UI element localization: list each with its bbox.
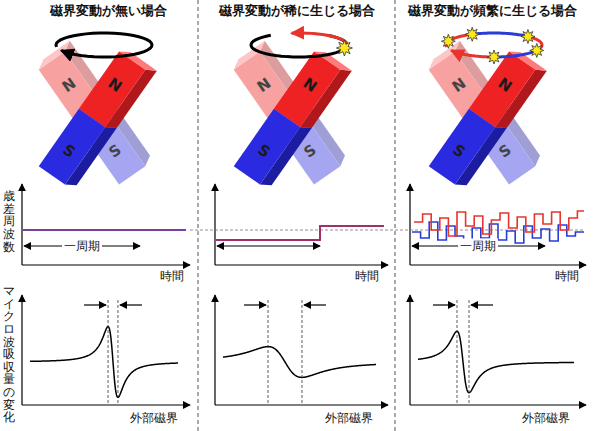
width-arrow bbox=[304, 304, 326, 305]
magnet-south bbox=[234, 109, 300, 185]
axis-label: 外部磁界 bbox=[130, 410, 178, 427]
front-magnet bbox=[429, 47, 547, 191]
linewidth-marker bbox=[108, 300, 109, 404]
front-magnet bbox=[39, 47, 157, 191]
x-axis bbox=[410, 404, 586, 405]
linewidth-marker bbox=[268, 300, 269, 404]
frequency-trace-blue bbox=[412, 222, 584, 243]
frequency-plot bbox=[215, 184, 388, 265]
spark-star bbox=[521, 30, 535, 44]
axis-label: マイクロ波吸収量の変化 bbox=[3, 285, 15, 424]
x-axis bbox=[215, 264, 388, 265]
absorption-plot bbox=[410, 295, 586, 405]
linewidth-marker bbox=[117, 300, 118, 404]
axis-label: 時間 bbox=[555, 268, 579, 285]
y-axis bbox=[214, 295, 215, 405]
rotation-arrow bbox=[251, 35, 347, 57]
absorption-curve bbox=[418, 331, 574, 393]
column-illustration bbox=[425, 27, 547, 190]
front-magnet bbox=[234, 47, 352, 191]
x-axis bbox=[410, 264, 586, 265]
magnet-south bbox=[39, 109, 105, 185]
frequency-trace bbox=[23, 229, 186, 231]
width-arrow bbox=[433, 304, 455, 305]
spark-star bbox=[336, 40, 352, 56]
magnet-south bbox=[429, 109, 495, 185]
spark-star bbox=[487, 50, 501, 64]
x-axis bbox=[215, 404, 388, 405]
spark-star bbox=[530, 43, 544, 57]
rotation-segment bbox=[494, 50, 537, 57]
width-arrow bbox=[120, 304, 142, 305]
axis-label: 時間 bbox=[160, 268, 184, 285]
spark-star bbox=[441, 34, 455, 48]
rotation-arrow bbox=[56, 33, 152, 57]
x-axis bbox=[22, 264, 190, 265]
y-axis bbox=[21, 295, 22, 405]
column-separator bbox=[198, 0, 199, 431]
absorption-curve bbox=[223, 347, 376, 378]
axis-label: 外部磁界 bbox=[522, 410, 570, 427]
rotation-segment bbox=[451, 50, 494, 57]
absorption-plot bbox=[22, 295, 190, 405]
linewidth-marker bbox=[469, 300, 470, 404]
y-axis bbox=[214, 184, 215, 265]
column-heading: 磁界変動が無い場合 bbox=[50, 3, 167, 20]
frequency-plot bbox=[22, 184, 190, 265]
width-arrow bbox=[244, 304, 266, 305]
column-heading: 磁界変動が稀に生じる場合 bbox=[219, 3, 375, 20]
flip-arrow bbox=[291, 33, 347, 49]
column-heading: 磁界変動が頻繁に生じる場合 bbox=[408, 3, 577, 20]
axis-label: 時間 bbox=[355, 268, 379, 285]
x-axis bbox=[22, 404, 190, 405]
absorption-curve bbox=[30, 327, 178, 398]
axis-label: 歳差周波数 bbox=[3, 190, 15, 253]
absorption-plot bbox=[215, 295, 388, 405]
frequency-plot bbox=[410, 184, 586, 265]
spark-star bbox=[465, 27, 479, 41]
width-arrow bbox=[84, 304, 106, 305]
period-label: 一周期 bbox=[62, 239, 102, 254]
column-illustration bbox=[230, 33, 352, 190]
rotation-segment bbox=[472, 33, 528, 37]
column-illustration bbox=[35, 33, 157, 190]
column-separator bbox=[395, 0, 396, 431]
frequency-trace-red bbox=[414, 211, 584, 236]
period-arrow bbox=[217, 245, 320, 246]
y-axis bbox=[21, 184, 22, 265]
frequency-trace bbox=[216, 226, 384, 240]
width-arrow bbox=[471, 304, 493, 305]
linewidth-marker bbox=[301, 300, 302, 404]
axis-label: 外部磁界 bbox=[325, 410, 373, 427]
period-label: 一周期 bbox=[458, 239, 498, 254]
y-axis bbox=[409, 295, 410, 405]
linewidth-marker bbox=[456, 300, 457, 404]
y-axis bbox=[409, 184, 410, 265]
